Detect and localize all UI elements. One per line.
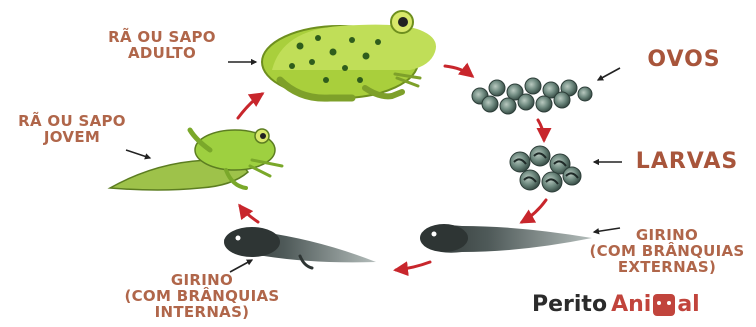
pointer-eggs bbox=[598, 68, 620, 80]
arrow-larvae-to-tadpole-external bbox=[522, 200, 546, 222]
arrow-eggs-to-larvae bbox=[538, 120, 544, 140]
label-young-line2: JOVEM bbox=[2, 130, 142, 146]
label-larvae: LARVAS bbox=[624, 150, 750, 173]
arrow-tadpole-internal-to-young bbox=[240, 206, 258, 222]
label-tadpole-internal-line3: INTERNAS) bbox=[112, 305, 292, 321]
arrow-tadpole-external-to-internal bbox=[396, 262, 430, 270]
brand-text-al: al bbox=[677, 292, 699, 317]
brand-text-ani: Ani bbox=[611, 292, 651, 317]
label-tadpole-external-line3: EXTERNAS) bbox=[578, 260, 756, 276]
brand-logo: Perito Ani al bbox=[532, 292, 700, 317]
tadpole-internal-gills-illustration bbox=[224, 227, 376, 268]
arrow-adult-to-eggs bbox=[445, 66, 472, 76]
pointer-young bbox=[126, 150, 150, 158]
label-young: RÃ OU SAPO JOVEM bbox=[2, 114, 142, 146]
cat-icon bbox=[653, 294, 675, 316]
eggs-illustration bbox=[472, 78, 592, 114]
tadpole-external-gills-illustration bbox=[420, 224, 592, 253]
larvae-illustration bbox=[510, 146, 581, 192]
label-eggs: OVOS bbox=[628, 48, 740, 71]
pointer-tadpole-internal bbox=[230, 260, 252, 272]
arrow-young-to-adult bbox=[238, 94, 262, 118]
brand-text-perito: Perito bbox=[532, 292, 607, 317]
label-tadpole-internal: GIRINO (COM BRÂNQUIAS INTERNAS) bbox=[112, 273, 292, 320]
label-adult-line2: ADULTO bbox=[92, 46, 232, 62]
label-tadpole-external: GIRINO (COM BRÂNQUIAS EXTERNAS) bbox=[578, 228, 756, 275]
label-adult: RÃ OU SAPO ADULTO bbox=[92, 30, 232, 62]
adult-frog-illustration bbox=[262, 11, 436, 98]
